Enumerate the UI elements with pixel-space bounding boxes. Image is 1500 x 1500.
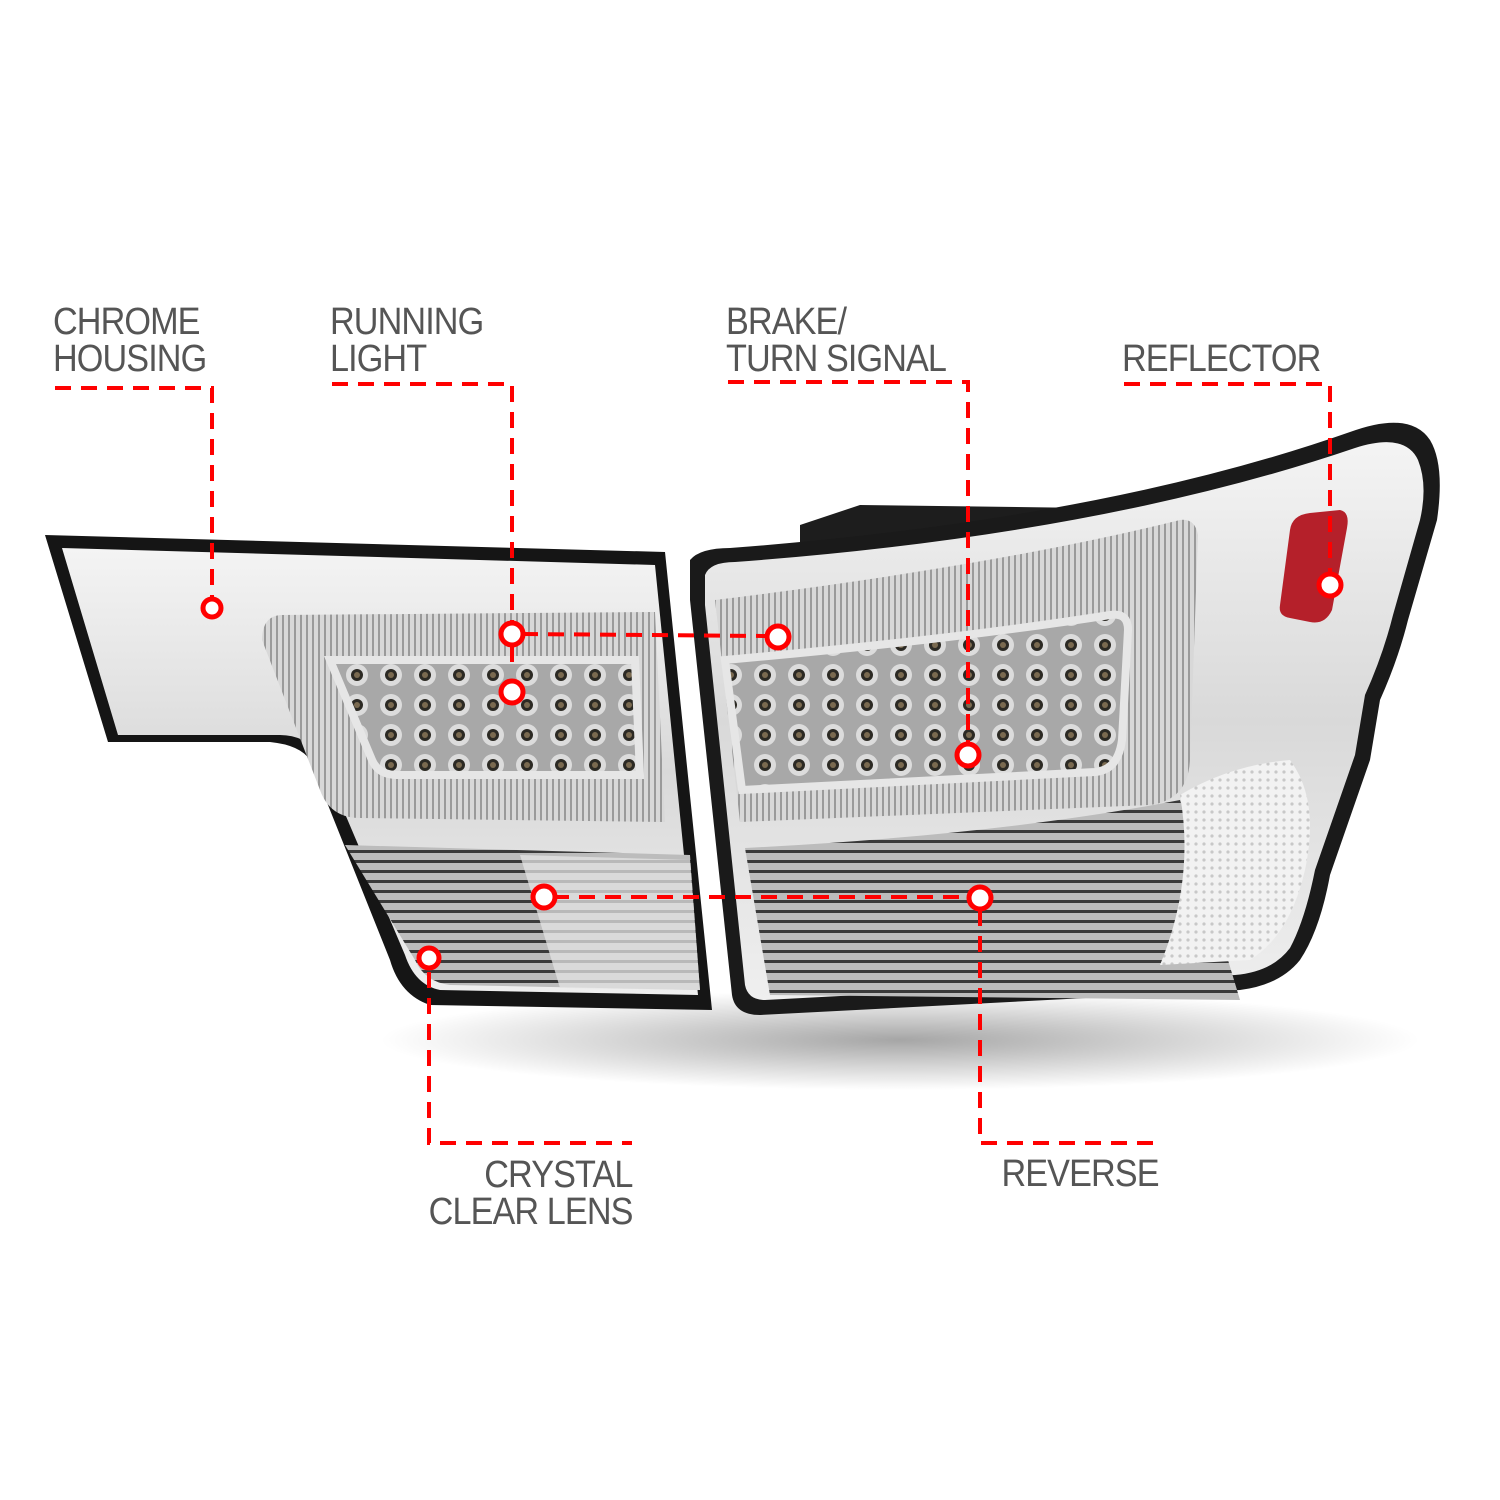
dot-crystal-lens [416,945,442,971]
label-crystal-clear-lens: CRYSTAL CLEAR LENS [429,1154,634,1233]
label-line: TURN SIGNAL [726,338,947,380]
inner-tail-light [45,535,712,1010]
label-reflector: REFLECTOR [1122,338,1321,380]
ground-shadow [380,990,1420,1090]
callout-lines [55,380,1332,1145]
dot-reflector [1316,571,1344,599]
callout-line-crystal-lens [427,972,632,1145]
dot-crystal-lens-inner [530,883,558,911]
label-line: CHROME [53,301,201,343]
label-line: LIGHT [330,338,427,380]
label-line: CRYSTAL [484,1154,634,1196]
callout-line-brake-turn [728,380,970,745]
dot-running-light-3 [764,623,792,651]
label-line: REVERSE [1001,1153,1160,1195]
dot-running-light-2 [498,678,526,706]
dot-brake-turn [954,741,982,769]
callout-line-reverse [978,910,1158,1145]
callout-dots [200,571,1344,971]
label-running-light: RUNNING LIGHT [330,301,484,380]
outer-tail-light [690,422,1440,1015]
dot-reverse [966,884,994,912]
callout-line-chrome-housing [55,386,214,598]
label-line: BRAKE/ [726,301,847,343]
dot-running-light-1 [498,620,526,648]
callout-line-running-light [332,382,514,662]
callout-line-running-light-branch [521,632,769,638]
label-line: HOUSING [53,338,207,380]
label-line: CLEAR LENS [429,1191,634,1233]
label-line: RUNNING [330,301,484,343]
label-line: REFLECTOR [1122,338,1321,380]
label-brake-turn-signal: BRAKE/ TURN SIGNAL [726,301,947,380]
label-reverse: REVERSE [1001,1153,1160,1195]
dot-chrome-housing [200,596,224,620]
label-chrome-housing: CHROME HOUSING [53,301,207,380]
